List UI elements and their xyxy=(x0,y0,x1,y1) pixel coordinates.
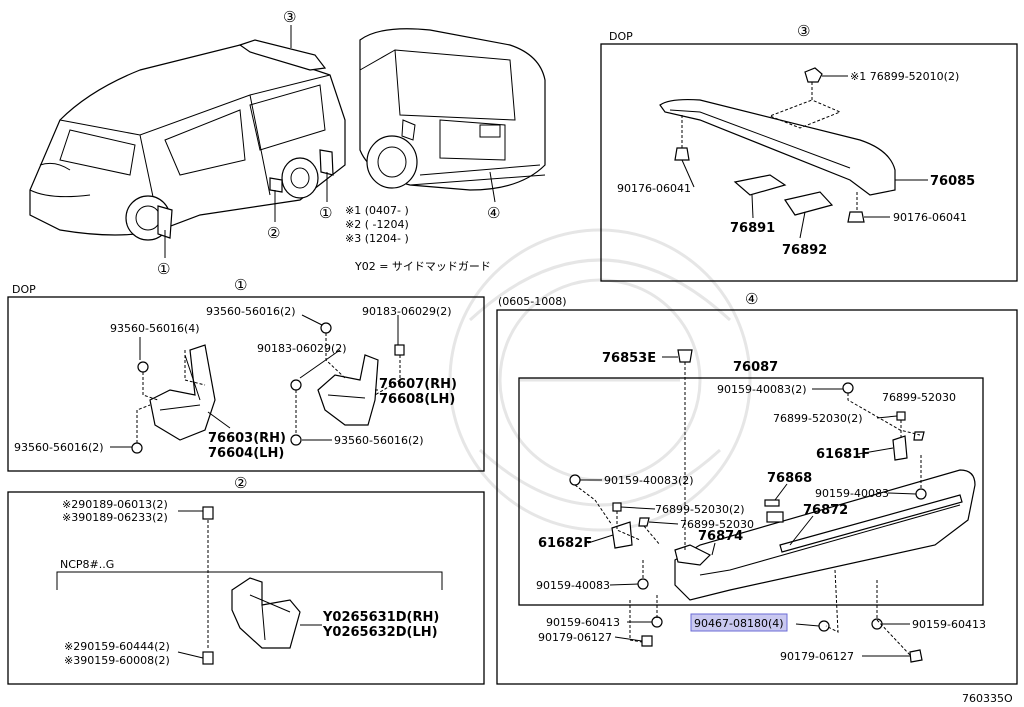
label-93560-56016-4: 93560-56016(4) xyxy=(110,322,200,335)
label-76899-52010: ※1 76899-52010(2) xyxy=(850,70,959,83)
leader-line xyxy=(301,314,323,326)
label-y0265631d-rh: Y0265631D(RH) xyxy=(322,610,439,625)
label-76607-rh: 76607(RH) xyxy=(379,377,457,392)
label-90159-60444: ※290159-60444(2) xyxy=(64,640,170,653)
label-90159-40083-b: 90159-40083 xyxy=(536,579,610,592)
label-76892: 76892 xyxy=(782,243,827,258)
mudguard-front xyxy=(131,344,216,454)
label-76872: 76872 xyxy=(803,503,848,518)
panel-3-dop: DOP xyxy=(609,30,633,43)
label-76874: 76874 xyxy=(698,529,743,544)
dashed-leader xyxy=(136,404,151,443)
dashed-leader xyxy=(142,350,206,401)
label-90179-06127-b: 90179-06127 xyxy=(780,650,854,663)
label-76604-lh: 76604(LH) xyxy=(208,446,284,461)
label-90176-06041-a: 90176-06041 xyxy=(617,182,691,195)
leader-line xyxy=(207,411,231,429)
ncp-bracket xyxy=(56,571,443,590)
label-76868: 76868 xyxy=(767,471,812,486)
rear-spoiler xyxy=(659,67,896,223)
figure-code: 760335O xyxy=(962,692,1013,705)
label-61681f: 61681F xyxy=(816,447,870,462)
label-76603-rh: 76603(RH) xyxy=(208,431,286,446)
label-76087: 76087 xyxy=(733,360,778,375)
label-93560-56016-2-b: 93560-56016(2) xyxy=(334,434,424,447)
panel-4-inner-box xyxy=(518,377,984,606)
callout-1-front: ① xyxy=(157,260,170,278)
note-1: ※1 (0407- ) xyxy=(345,204,409,217)
highlight-90467-08180 xyxy=(690,613,788,632)
label-90159-60008: ※390159-60008(2) xyxy=(64,654,170,667)
label-90159-60413-b: 90159-60413 xyxy=(912,618,986,631)
mudguard-rear xyxy=(290,322,405,446)
label-76899-52030-b: 76899-52030 xyxy=(680,518,754,531)
label-93560-56016-2-a: 93560-56016(2) xyxy=(206,305,296,318)
label-76891: 76891 xyxy=(730,221,775,236)
leader-line xyxy=(751,194,754,219)
panel-1-box xyxy=(7,296,485,472)
label-76899-52030-2-b: 76899-52030(2) xyxy=(655,503,745,516)
label-90467-08180: 90467-08180(4) xyxy=(694,617,784,630)
label-76899-52030-2-a: 76899-52030(2) xyxy=(773,412,863,425)
y02-note: Y02 = サイドマッドガード xyxy=(354,260,491,273)
leader-line xyxy=(299,349,341,379)
callout-1-rear: ① xyxy=(319,204,332,222)
panel-3-box xyxy=(600,43,1018,282)
callout-2-top: ② xyxy=(267,224,280,242)
leader-line xyxy=(799,211,806,239)
leader-line xyxy=(489,171,496,203)
label-90183-06029-a: 90183-06029(2) xyxy=(362,305,452,318)
note-3: ※3 (1204- ) xyxy=(345,232,409,245)
label-90159-40083-2-a: 90159-40083(2) xyxy=(717,383,807,396)
label-ncp8: NCP8#..G xyxy=(60,558,114,571)
panel-4-dashed-leaders xyxy=(574,362,922,656)
label-61682f: 61682F xyxy=(538,536,592,551)
panel-4-range: (0605-1008) xyxy=(498,295,567,308)
watermark xyxy=(448,228,752,532)
panel-2-number: ② xyxy=(234,474,247,492)
callout-3-top: ③ xyxy=(283,8,296,26)
leader-line xyxy=(177,651,204,659)
label-76608-lh: 76608(LH) xyxy=(379,392,455,407)
label-76853e: 76853E xyxy=(602,351,656,366)
car-rear-view xyxy=(359,28,546,191)
car-front-view xyxy=(29,39,346,241)
panel-1-dop: DOP xyxy=(12,283,36,296)
label-90189-06013: ※290189-06013(2) xyxy=(62,498,168,511)
label-90179-06127-a: 90179-06127 xyxy=(538,631,612,644)
label-90159-40083-2-b: 90159-40083(2) xyxy=(604,474,694,487)
label-90183-06029-b: 90183-06029(2) xyxy=(257,342,347,355)
callout-4-top: ④ xyxy=(487,204,500,222)
dashed-leader xyxy=(768,82,842,129)
label-90189-06233: ※390189-06233(2) xyxy=(62,511,168,524)
label-90159-60413-a: 90159-60413 xyxy=(546,616,620,629)
panel-4-leader-lines xyxy=(580,356,917,657)
panel-3-number: ③ xyxy=(797,22,810,40)
panel-4-box xyxy=(496,309,1018,685)
rear-bumper xyxy=(569,349,976,663)
label-93560-56016-2-c: 93560-56016(2) xyxy=(14,441,104,454)
panel-1-number: ① xyxy=(234,276,247,294)
label-90159-40083-a: 90159-40083 xyxy=(815,487,889,500)
panel-4-number: ④ xyxy=(745,290,758,308)
label-76899-52030-a: 76899-52030 xyxy=(882,391,956,404)
label-76085: 76085 xyxy=(930,174,975,189)
side-mudguard xyxy=(202,506,301,665)
note-2: ※2 ( -1204) xyxy=(345,218,409,231)
panel-2-box xyxy=(7,491,485,685)
leader-line xyxy=(681,159,695,188)
label-y0265632d-lh: Y0265632D(LH) xyxy=(322,625,438,640)
label-90176-06041-b: 90176-06041 xyxy=(893,211,967,224)
